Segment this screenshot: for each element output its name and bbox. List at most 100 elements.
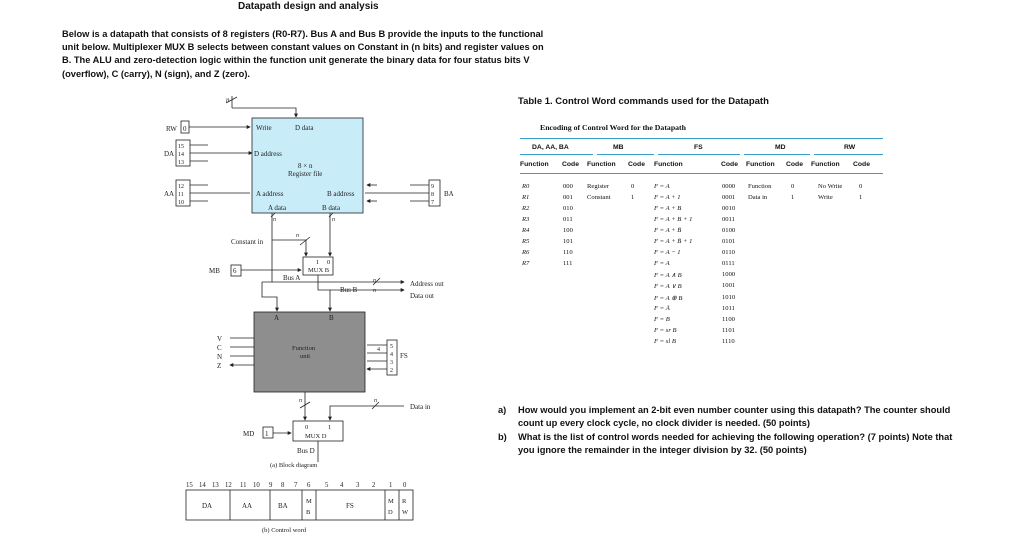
fs-label: FS (400, 352, 408, 360)
intro-paragraph: Below is a datapath that consists of 8 r… (62, 29, 544, 79)
svg-text:0: 0 (403, 482, 407, 489)
register-function-cell: R4 (522, 227, 530, 235)
question-b-label: b) (498, 432, 507, 442)
data-out-label: Data out (410, 292, 434, 300)
fs-code-cell: 0110 (722, 249, 735, 257)
fs-code-cell: 1000 (722, 271, 736, 279)
mb-code-cell: 1 (631, 194, 635, 202)
fs-code-cell: 0101 (722, 238, 736, 246)
svg-text:8: 8 (281, 482, 285, 489)
n-label-top: n (226, 96, 230, 104)
fs-code-cell: 1101 (722, 326, 735, 334)
fs-code-cell: 0000 (722, 183, 736, 190)
n-label-const: n (296, 233, 299, 239)
n-label-fu: n (299, 398, 302, 404)
fs-function-cell: F = A + B̄ (654, 227, 682, 235)
fs-function-cell: F = A − 1 (654, 249, 681, 257)
svg-text:5: 5 (325, 482, 329, 489)
n-label-busa: n (373, 278, 376, 284)
svg-text:15: 15 (186, 482, 193, 489)
fs-function-cell: F = A + B (654, 205, 682, 213)
rw-code-cell: 1 (859, 194, 863, 202)
n-label-a: n (273, 217, 276, 223)
register-code-cell: 010 (563, 205, 573, 213)
fs-code-cell: 0010 (722, 205, 736, 213)
constant-in-label: Constant in (231, 238, 264, 246)
cw-field-fs: FS (346, 502, 354, 510)
mux-b-label: MUX B (308, 267, 330, 274)
cw-field-da: DA (202, 502, 212, 510)
ba-bit-7: 7 (431, 200, 434, 206)
n-label-busb: n (373, 288, 376, 294)
b-data-label: B data (322, 204, 341, 212)
sub-code-5: Code (853, 161, 870, 168)
fs-function-cell: F = A ∨ B (654, 283, 682, 291)
register-code-cell: 001 (563, 194, 573, 202)
fs-function-cell: F = B (654, 315, 670, 323)
register-code-cell: 110 (563, 249, 573, 257)
question-b: b) What is the list of control words nee… (498, 431, 968, 457)
fs-function-cell: F = A (654, 260, 670, 268)
datapath-block-diagram: n RW 0 Write D data DA 15 14 13 D addres… (164, 96, 454, 534)
fs-code-cell: 1110 (722, 337, 735, 345)
muxb-input-0: 0 (327, 259, 330, 266)
register-function-cell: R6 (522, 249, 530, 257)
page-title: Datapath design and analysis (238, 1, 379, 12)
sub-function-4: Function (746, 161, 775, 168)
mb-label: MB (209, 267, 220, 275)
fs-bit-5: 5 (390, 344, 393, 350)
cw-field-rw-r: R (402, 498, 407, 505)
question-a: a) How would you implement an 2-bit even… (498, 404, 968, 430)
da-label: DA (164, 150, 174, 158)
cw-field-md-d: D (388, 509, 393, 516)
svg-text:4: 4 (340, 482, 344, 489)
rw-function-cell: Write (818, 194, 833, 202)
bit-position-row: 15 14 13 12 11 10 9 8 7 6 5 4 3 2 1 0 (186, 482, 407, 489)
status-v: V (217, 335, 222, 343)
sub-function-3: Function (654, 161, 683, 168)
register-function-cell: R2 (522, 205, 530, 213)
aa-bit-10: 10 (178, 200, 184, 206)
cw-field-mb-b: B (306, 509, 311, 516)
group-header-md: MD (775, 144, 786, 151)
svg-text:14: 14 (199, 482, 206, 489)
a-data-label: A data (268, 204, 287, 212)
ba-bit-9: 9 (431, 184, 434, 190)
md-function-cell: Data in (748, 194, 768, 202)
fs-function-cell: F = A ⊕ B (654, 294, 683, 302)
register-function-cell: R1 (522, 194, 530, 202)
question-a-text: How would you implement an 2-bit even nu… (518, 405, 951, 429)
b-address-label: B address (327, 190, 355, 198)
rw-function-cell: No Write (818, 183, 843, 190)
sub-function-5: Function (811, 161, 840, 168)
fs-bit-4: 4 (390, 352, 393, 358)
md-code-cell: 1 (791, 194, 795, 202)
aa-label: AA (164, 190, 174, 198)
function-unit-label-1: Function (292, 345, 316, 352)
svg-text:2: 2 (372, 482, 376, 489)
cw-field-ba: BA (278, 502, 288, 510)
fu-b-label: B (329, 314, 334, 322)
muxb-input-1: 1 (316, 259, 319, 266)
register-function-cell: R5 (522, 238, 530, 246)
fs-function-cell: F = sr B (654, 326, 677, 334)
fs-function-cell: F = sl B (654, 337, 676, 345)
fs-code-cell: 1011 (722, 304, 735, 312)
n-label-datain: n (374, 398, 377, 404)
group-header-mb: MB (613, 144, 624, 151)
sub-code-3: Code (721, 161, 738, 168)
fs-function-cell: F = A ∧ B (654, 272, 682, 280)
fs-bit-3: 3 (390, 360, 393, 366)
svg-text:9: 9 (269, 482, 273, 489)
fs-code-cell: 0011 (722, 216, 735, 224)
svg-text:11: 11 (240, 482, 247, 489)
bus-d-label: Bus D (297, 447, 315, 455)
da-bit-15: 15 (178, 144, 184, 150)
svg-text:1: 1 (389, 482, 392, 489)
register-code-cell: 111 (563, 260, 573, 268)
md-function-cell: Function (748, 183, 772, 190)
fs-code-cell: 0111 (722, 260, 735, 268)
register-code-cell: 000 (563, 183, 573, 190)
fs-code-cell: 1100 (722, 315, 735, 323)
register-function-cell: R7 (522, 260, 530, 268)
